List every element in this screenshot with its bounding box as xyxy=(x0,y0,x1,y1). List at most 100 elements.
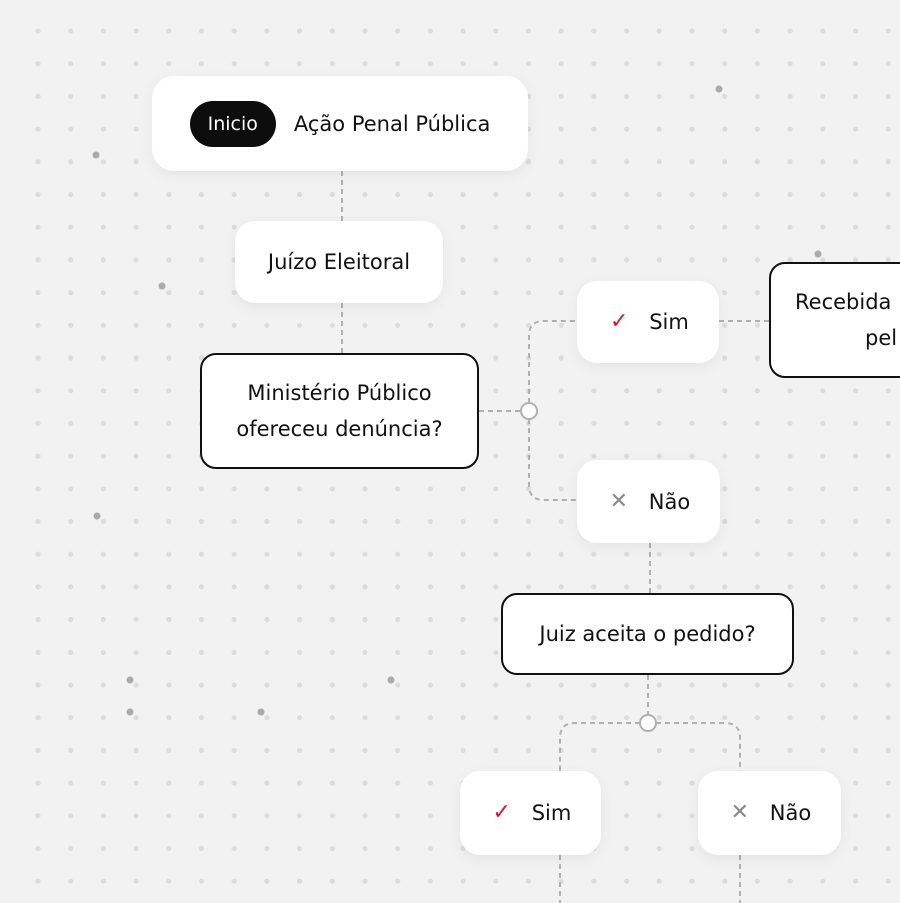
grid-dot xyxy=(624,813,630,819)
grid-dot xyxy=(885,486,891,492)
grid-dot xyxy=(264,617,270,623)
grid-dot xyxy=(133,878,139,884)
grid-dot xyxy=(427,518,433,525)
grid-dot xyxy=(787,159,793,165)
recebida-node[interactable]: Recebida pel xyxy=(769,262,900,378)
grid-dot xyxy=(754,551,761,557)
sim-option-2[interactable]: ✓ Sim xyxy=(460,771,601,855)
ministerio-publico-question-node[interactable]: Ministério Público ofereceu denúncia? xyxy=(200,353,479,469)
grid-dot xyxy=(100,845,106,852)
nao-option-1[interactable]: ✕ Não xyxy=(577,460,720,543)
check-icon: ✓ xyxy=(492,800,511,825)
grid-dot xyxy=(133,551,139,557)
grid-dot xyxy=(591,584,597,590)
juiz-aceita-question-node[interactable]: Juiz aceita o pedido? xyxy=(501,593,794,675)
grid-dot xyxy=(754,61,761,67)
grid-dot xyxy=(395,28,401,34)
grid-dot xyxy=(820,388,826,394)
grid-dot xyxy=(885,224,891,230)
x-icon: ✕ xyxy=(609,488,628,514)
grid-dot xyxy=(264,28,270,34)
grid-dot xyxy=(198,486,205,492)
grid-dot xyxy=(100,420,106,426)
grid-dot xyxy=(722,584,728,590)
sim-option-1[interactable]: ✓ Sim xyxy=(577,281,719,363)
start-node[interactable]: Inicio Ação Penal Pública xyxy=(152,76,528,171)
grid-dot xyxy=(493,257,499,263)
grid-dot xyxy=(329,584,335,590)
grid-dot xyxy=(133,159,139,165)
grid-dot xyxy=(722,715,728,721)
grid-dot xyxy=(198,845,205,852)
grid-dot xyxy=(166,813,172,819)
grid-dot xyxy=(231,486,237,492)
grid-dot xyxy=(231,682,237,688)
grid-dot xyxy=(362,845,368,852)
grid-dot xyxy=(460,551,466,557)
grid-dot xyxy=(35,61,41,67)
grid-dot xyxy=(264,322,270,328)
grid-dot xyxy=(100,584,106,590)
grid-dot xyxy=(754,682,761,688)
grid-dot xyxy=(885,159,891,165)
grid-dot xyxy=(35,191,41,198)
grid-dot xyxy=(624,747,630,754)
grid-dot xyxy=(493,584,499,590)
grid-dot xyxy=(166,878,172,884)
grid-dot xyxy=(558,486,564,492)
grid-dot xyxy=(656,780,662,786)
node-label: Juiz aceita o pedido? xyxy=(539,622,756,646)
grid-dot xyxy=(329,322,335,328)
grid-dot xyxy=(689,420,695,426)
grid-dot xyxy=(133,355,139,361)
grid-dot xyxy=(591,747,597,754)
nao-option-2[interactable]: ✕ Não xyxy=(698,771,841,855)
grid-dot xyxy=(525,224,532,230)
grid-dot xyxy=(231,649,237,655)
grid-dot xyxy=(427,682,433,688)
grid-dot xyxy=(624,453,630,459)
grid-dot xyxy=(68,715,74,721)
scattered-dots xyxy=(92,85,822,716)
grid-dot xyxy=(656,747,662,754)
grid-dot xyxy=(656,388,662,394)
grid-dot xyxy=(35,518,41,525)
grid-dot xyxy=(885,191,891,198)
grid-dot xyxy=(558,126,564,132)
grid-dot xyxy=(591,715,597,721)
grid-dot xyxy=(591,682,597,688)
grid-dot xyxy=(852,191,859,198)
grid-dot xyxy=(133,453,139,459)
grid-dot xyxy=(68,584,74,590)
grid-dot xyxy=(231,224,237,230)
grid-dot xyxy=(885,878,891,884)
grid-dot xyxy=(133,813,139,819)
grid-dot xyxy=(820,682,826,688)
grid-dot xyxy=(166,420,172,426)
grid-dot xyxy=(460,617,466,623)
grid-dot xyxy=(787,61,793,67)
grid-dot xyxy=(395,518,401,525)
grid-dot xyxy=(493,388,499,394)
grid-dot xyxy=(591,28,597,34)
grid-dot xyxy=(656,420,662,426)
grid-dot xyxy=(885,813,891,819)
grid-dot xyxy=(689,453,695,459)
grid-dot xyxy=(591,61,597,67)
grid-dot xyxy=(198,584,205,590)
grid-dot xyxy=(689,159,695,165)
grid-dot xyxy=(231,845,237,852)
grid-dot xyxy=(787,682,793,688)
grid-dot xyxy=(787,126,793,132)
grid-dot xyxy=(35,845,41,852)
grid-dot xyxy=(427,715,433,721)
grid-dot xyxy=(297,845,303,852)
juizo-eleitoral-node[interactable]: Juízo Eleitoral xyxy=(235,221,443,303)
grid-dot xyxy=(558,682,564,688)
grid-dot xyxy=(493,453,499,459)
grid-dot xyxy=(68,191,74,198)
grid-dot xyxy=(231,322,237,328)
grid-dot xyxy=(297,617,303,623)
grid-dot xyxy=(329,551,335,557)
grid-dot xyxy=(525,551,532,557)
